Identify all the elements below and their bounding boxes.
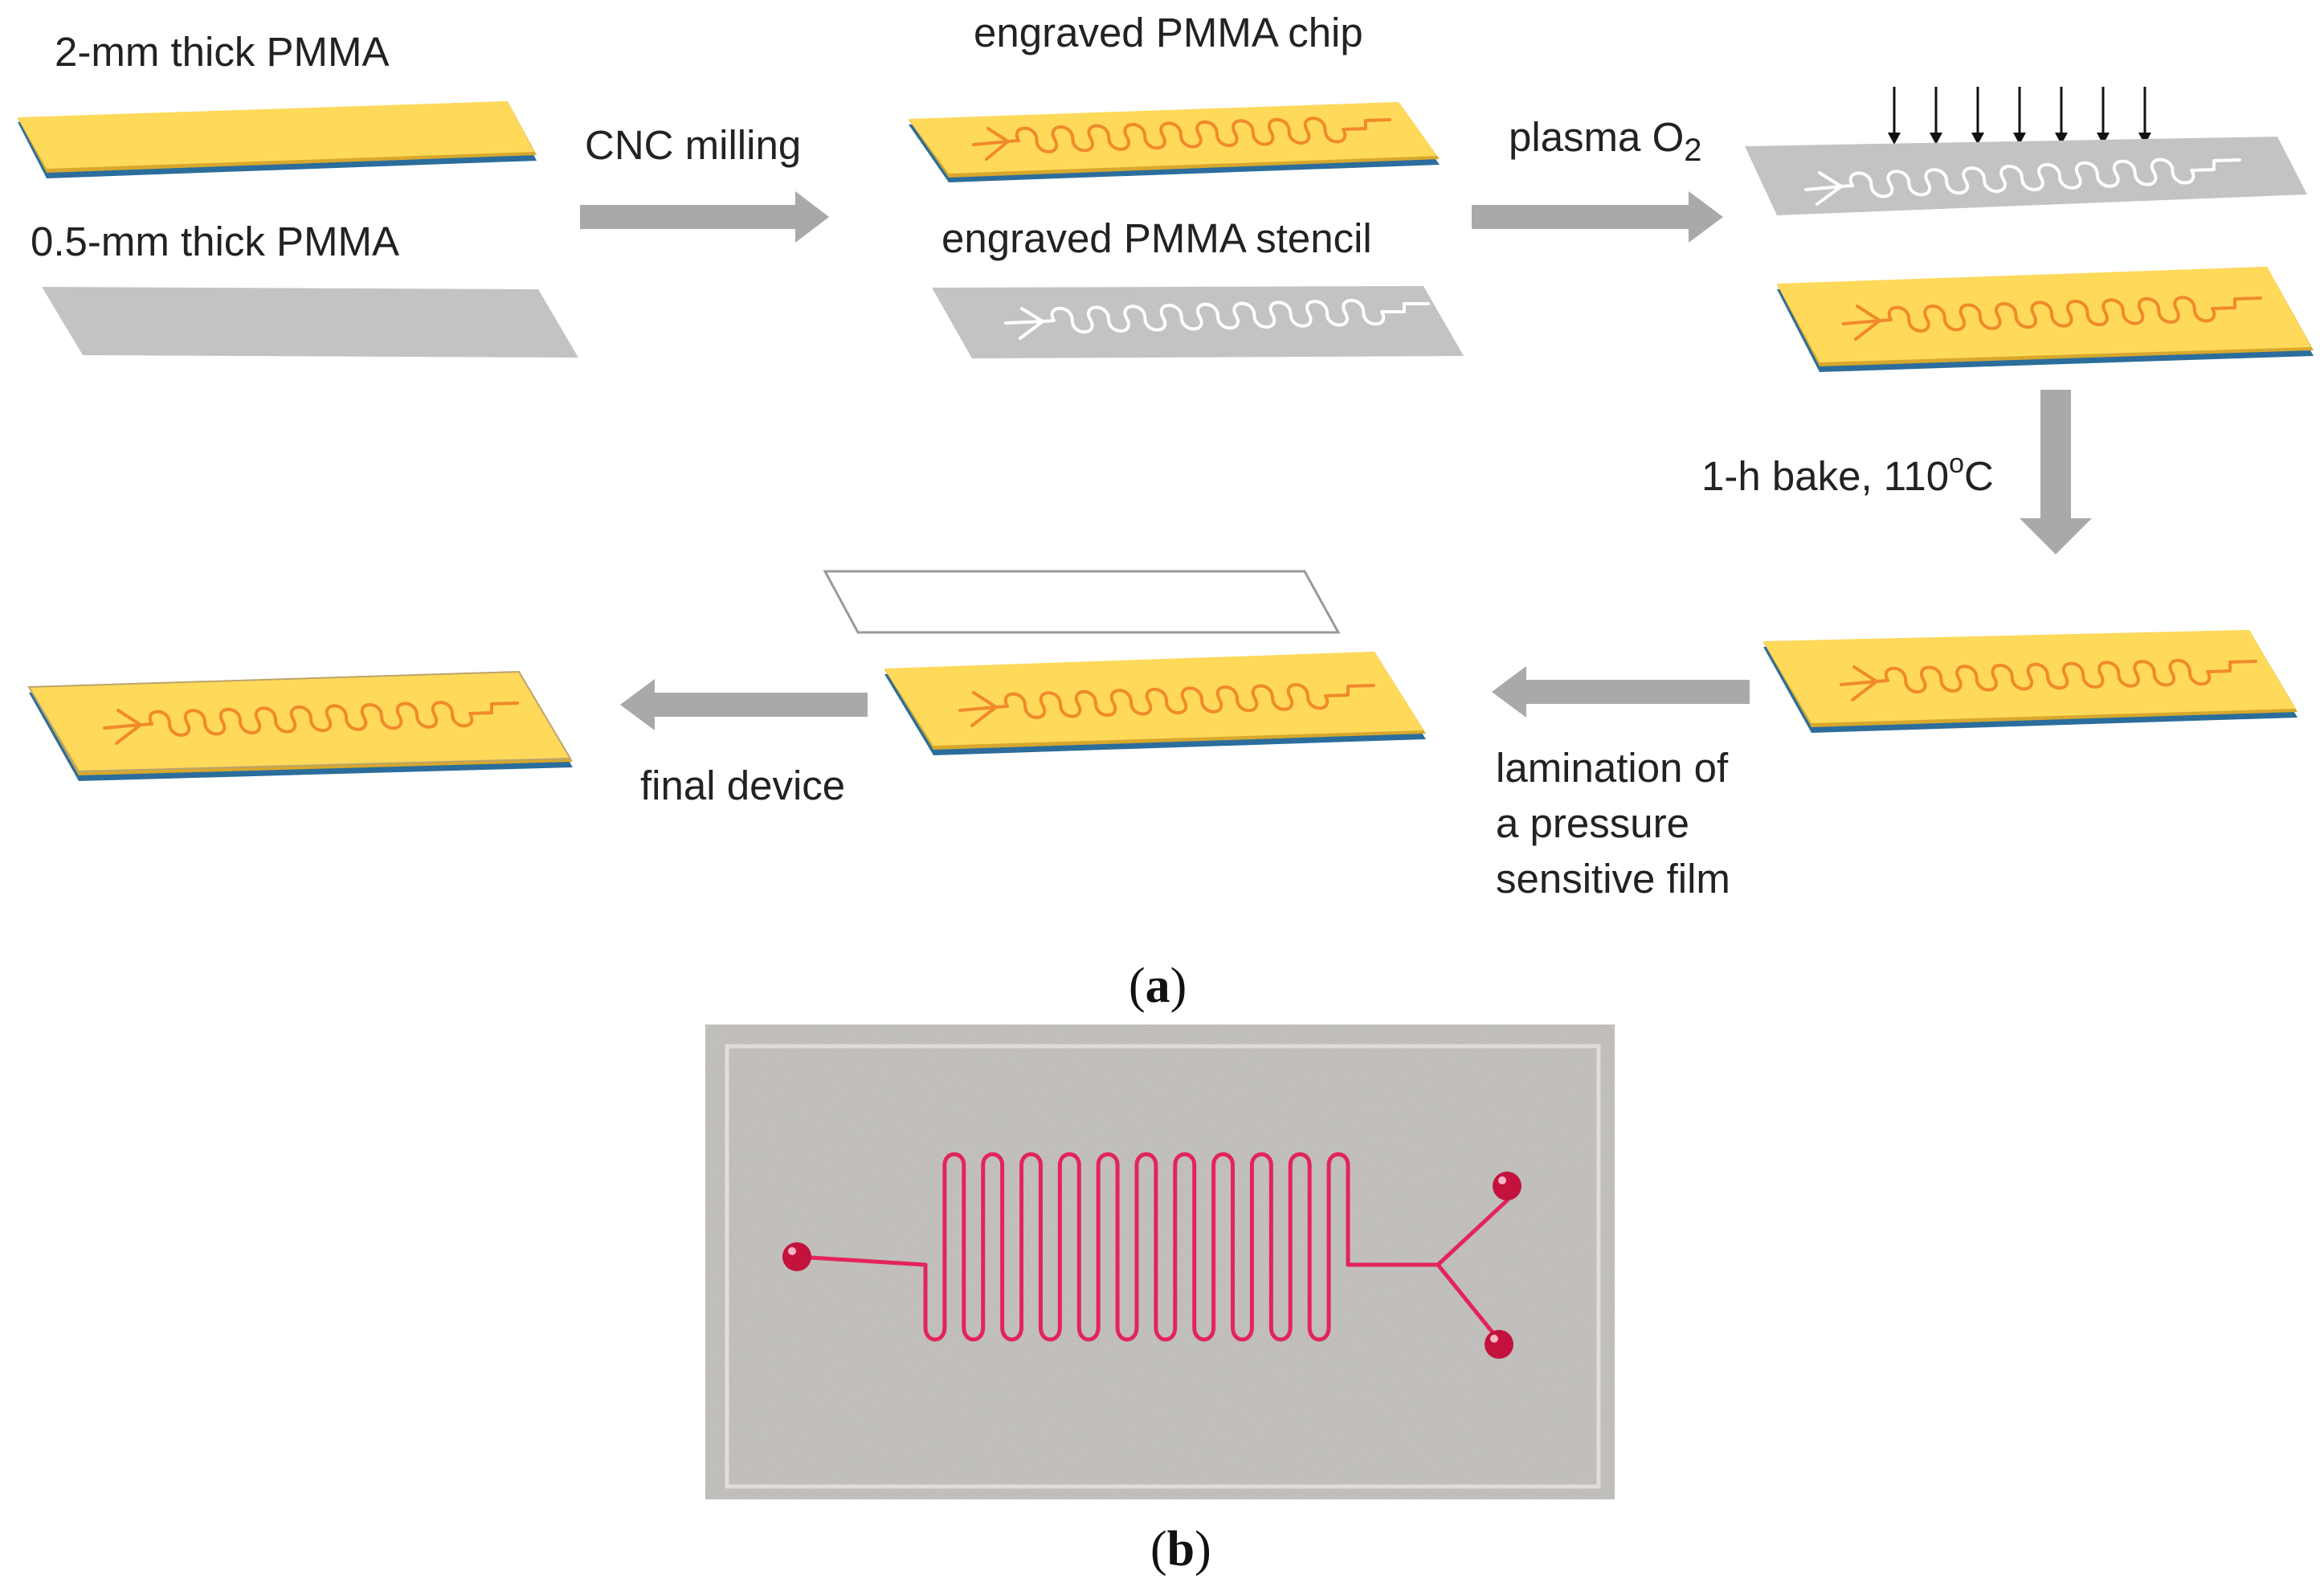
arrow-plasma-icon — [1472, 191, 1723, 243]
label-lamination-1: lamination of — [1496, 745, 1729, 791]
plasma-arrowhead-icon — [2097, 133, 2110, 145]
chip-with-film — [884, 652, 1426, 755]
plasma-arrowhead-icon — [1930, 133, 1942, 145]
label-bake: 1-h bake, 110oC — [1701, 448, 1994, 499]
plasma-arrowhead-icon — [2138, 133, 2151, 145]
label-engraved-stencil: engraved PMMA stencil — [941, 215, 1372, 261]
chip-channel — [972, 117, 1391, 161]
caption-b: (b) — [1150, 1522, 1211, 1577]
label-plasma-o2: plasma O2 — [1509, 114, 1702, 168]
stencil-channel — [1004, 299, 1430, 340]
label-final-device: final device — [640, 763, 845, 808]
treated-stencil — [1745, 137, 2307, 215]
engraved-pmma-chip — [909, 102, 1440, 182]
engraved-pmma-stencil — [932, 286, 1464, 358]
pressure-sensitive-film — [823, 570, 1341, 634]
label-2mm-pmma: 2-mm thick PMMA — [55, 29, 390, 75]
arrow-final-icon — [620, 679, 868, 730]
photo-channel — [794, 1152, 1509, 1343]
label-lamination-3: sensitive film — [1496, 856, 1730, 902]
chip-with-film-channel — [958, 683, 1375, 727]
panel-a: 2-mm thick PMMA 0.5-mm thick PMMA CNC mi… — [18, 10, 2314, 1013]
pmma-2mm-sheet — [18, 101, 537, 178]
label-cnc-milling: CNC milling — [585, 122, 801, 168]
caption-a: (a) — [1129, 959, 1187, 1013]
treated-stencil-channel — [1804, 157, 2241, 206]
baked-chip-channel — [1840, 659, 2257, 701]
photo-inlet-drops — [782, 1172, 1521, 1359]
treated-chip-channel — [1842, 296, 2262, 341]
arrow-cnc-icon — [580, 191, 829, 243]
plasma-arrows-icon — [1888, 87, 2151, 145]
label-lamination-2: a pressure — [1496, 800, 1689, 846]
device-photo — [705, 1025, 1615, 1499]
panel-b: (b) — [705, 1025, 1615, 1577]
final-device-channel — [103, 701, 519, 745]
plasma-arrowhead-icon — [2055, 133, 2068, 145]
label-05mm-pmma: 0.5-mm thick PMMA — [31, 219, 399, 264]
plasma-arrowhead-icon — [1888, 133, 1901, 145]
plasma-arrowhead-icon — [2013, 133, 2026, 145]
arrow-lamination-icon — [1492, 666, 1750, 718]
label-engraved-chip: engraved PMMA chip — [974, 10, 1363, 55]
treated-chip — [1777, 267, 2314, 372]
plasma-arrowhead-icon — [1971, 133, 1984, 145]
final-device — [27, 670, 573, 781]
pmma-05mm-sheet — [42, 287, 578, 358]
baked-chip — [1763, 630, 2297, 733]
arrow-bake-icon — [2020, 390, 2092, 554]
